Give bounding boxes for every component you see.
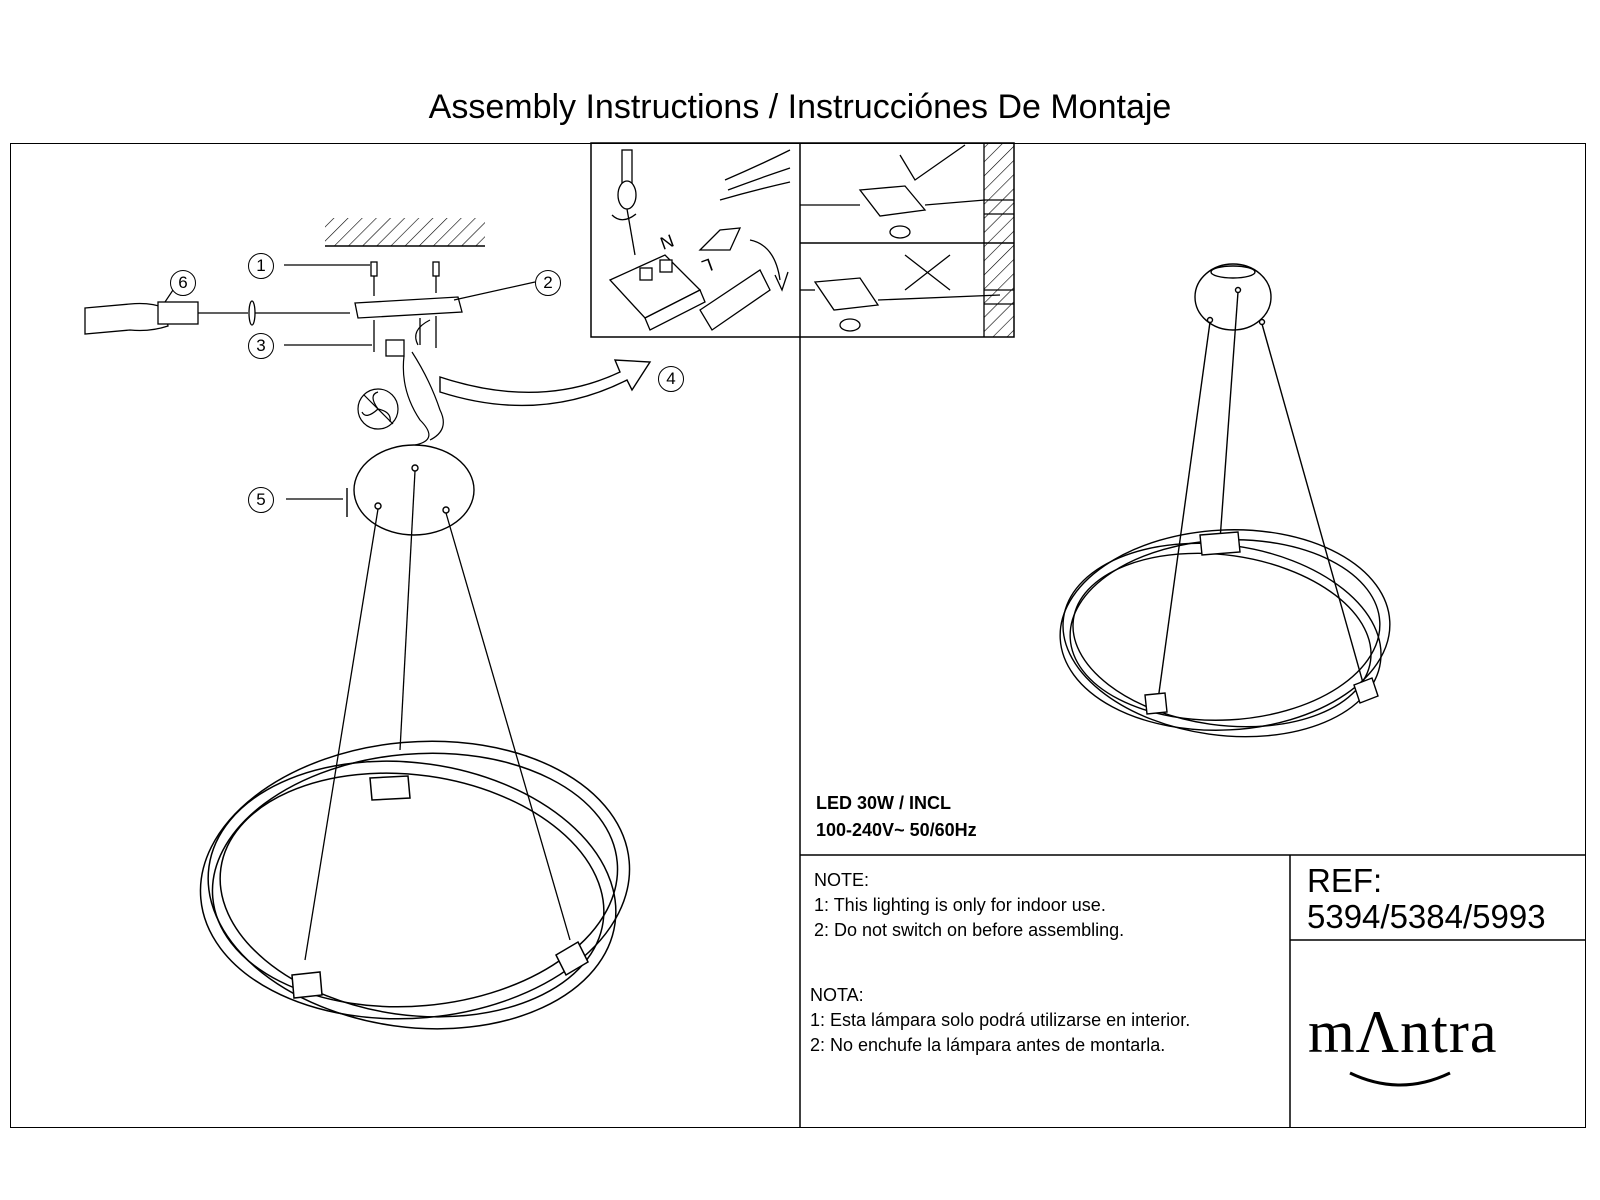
brand-logo: mΛntra [1308,999,1498,1065]
mounting-bracket [354,261,463,357]
page-title: Assembly Instructions / Instrucciónes De… [428,88,1172,126]
ceiling-hatch [325,218,485,247]
note-en-heading: NOTE: [814,870,870,890]
suspension-cables-left [304,470,571,961]
hand-screwdriver [84,300,350,335]
note-en-item-2: 2: Do not switch on before assembling. [814,920,1125,940]
canopy-left [346,444,475,536]
note-es-item-1: 1: Esta lámpara solo podrá utilizarse en… [810,1010,1191,1030]
ref-codes: 5394/5384/5993 [1307,898,1546,935]
supply-wires [402,319,444,446]
neutral-label: N [658,231,677,254]
connector-correct [800,143,1014,337]
ref-label: REF: [1307,862,1383,899]
callout-4: 4 [658,366,684,392]
wiring-inset [608,149,791,331]
wiring-arrow [439,359,652,407]
live-label: L [699,254,715,276]
callout-3: 3 [248,333,274,359]
callout-leaders [164,264,536,500]
note-es-item-2: 2: No enchufe la lámpara antes de montar… [810,1035,1166,1055]
callout-6: 6 [170,270,196,296]
note-en-item-1: 1: This lighting is only for indoor use. [814,895,1106,915]
spec-power: LED 30W / INCL [816,793,952,813]
assembled-lamp-right [1059,263,1391,738]
ring-lamp-left [199,740,631,1030]
spec-voltage: 100-240V~ 50/60Hz [816,820,977,840]
panel-dividers [590,142,1586,1128]
callout-1: 1 [248,253,274,279]
callout-2: 2 [535,270,561,296]
fan-icon [357,388,399,430]
note-es-heading: NOTA: [810,985,864,1005]
connector-incorrect [800,254,1014,332]
callout-5: 5 [248,487,274,513]
brand-smile-icon [1349,1071,1451,1087]
